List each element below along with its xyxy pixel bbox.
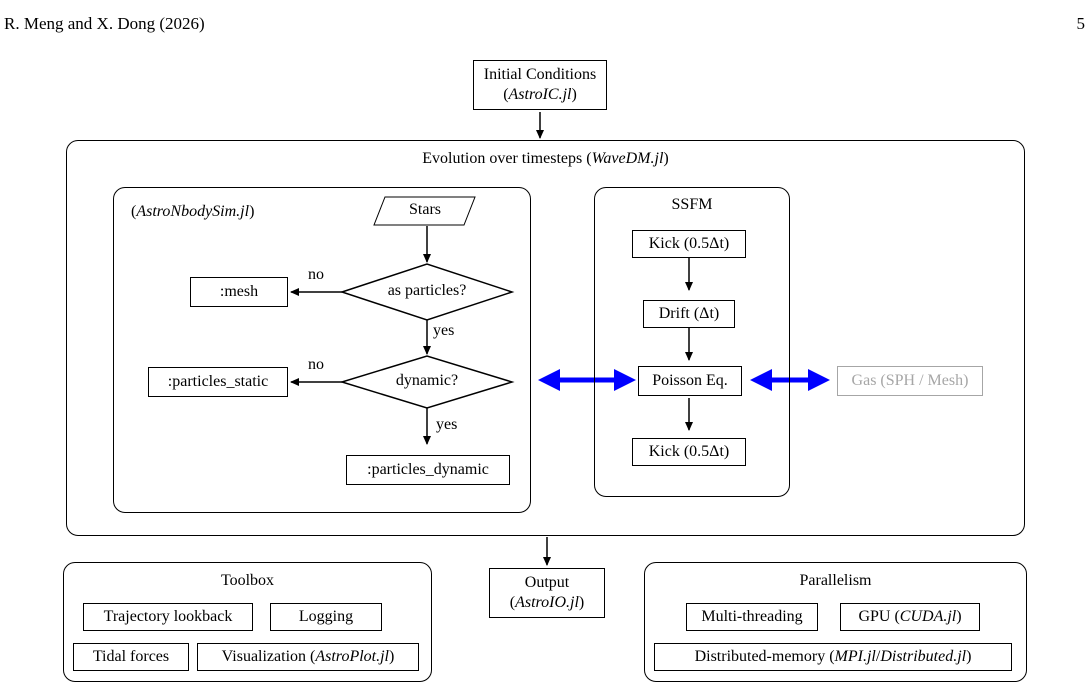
multithreading-box: Multi-threading	[686, 603, 818, 631]
logging-box: Logging	[270, 603, 382, 631]
toolbox-title: Toolbox	[220, 572, 275, 589]
distributed-memory-box: Distributed-memory (MPI.jl / Distributed…	[654, 643, 1012, 671]
double-arrow-nbody-ssfm	[538, 369, 636, 391]
output-package: (AstroIO.jl)	[509, 594, 585, 611]
decision-as-particles-shape	[339, 263, 515, 321]
particles-static-box: :particles_static	[148, 367, 288, 397]
nbody-title: (AstroNbodySim.jl)	[131, 203, 255, 220]
parallelism-title: Parallelism	[799, 572, 872, 589]
initial-conditions-package: (AstroIC.jl)	[503, 86, 577, 103]
ssfm-container: SSFM	[594, 187, 790, 497]
visualization-box: Visualization (AstroPlot.jl)	[197, 643, 419, 671]
double-arrow-ssfm-gas	[750, 369, 830, 391]
running-header: R. Meng and X. Dong (2026)	[4, 14, 205, 33]
output-box: Output (AstroIO.jl)	[489, 568, 605, 618]
kick-box-1: Kick (0.5Δt)	[632, 230, 746, 258]
tidal-forces-box: Tidal forces	[73, 643, 189, 671]
initial-conditions-label: Initial Conditions	[483, 66, 597, 83]
output-label: Output	[524, 574, 570, 591]
yes-label-1: yes	[433, 322, 455, 339]
evolution-title: Evolution over timesteps (WaveDM.jl)	[422, 150, 669, 167]
evolution-container: Evolution over timesteps (WaveDM.jl)	[66, 140, 1025, 536]
poisson-box: Poisson Eq.	[638, 366, 742, 396]
kick-box-2: Kick (0.5Δt)	[632, 438, 746, 466]
parallelism-container: Parallelism	[644, 562, 1027, 682]
dynamic-label: dynamic?	[395, 372, 459, 389]
no-label-2: no	[308, 356, 324, 373]
trajectory-lookback-box: Trajectory lookback	[83, 603, 253, 631]
no-label-1: no	[308, 266, 324, 283]
gpu-box: GPU (CUDA.jl)	[840, 603, 980, 631]
stars-shape	[373, 196, 476, 226]
particles-dynamic-box: :particles_dynamic	[346, 455, 510, 485]
gas-box: Gas (SPH / Mesh)	[837, 366, 983, 396]
yes-label-2: yes	[436, 416, 458, 433]
mesh-box: :mesh	[190, 277, 288, 307]
nbody-container: (AstroNbodySim.jl)	[113, 187, 531, 513]
stars-label: Stars	[409, 201, 441, 218]
initial-conditions-box: Initial Conditions (AstroIC.jl)	[473, 60, 607, 110]
as-particles-label: as particles?	[387, 282, 467, 299]
toolbox-container: Toolbox	[63, 562, 432, 682]
decision-dynamic-shape	[339, 355, 515, 409]
ssfm-title: SSFM	[671, 196, 713, 213]
page-number: 5	[1076, 14, 1086, 33]
drift-box: Drift (Δt)	[643, 300, 735, 328]
